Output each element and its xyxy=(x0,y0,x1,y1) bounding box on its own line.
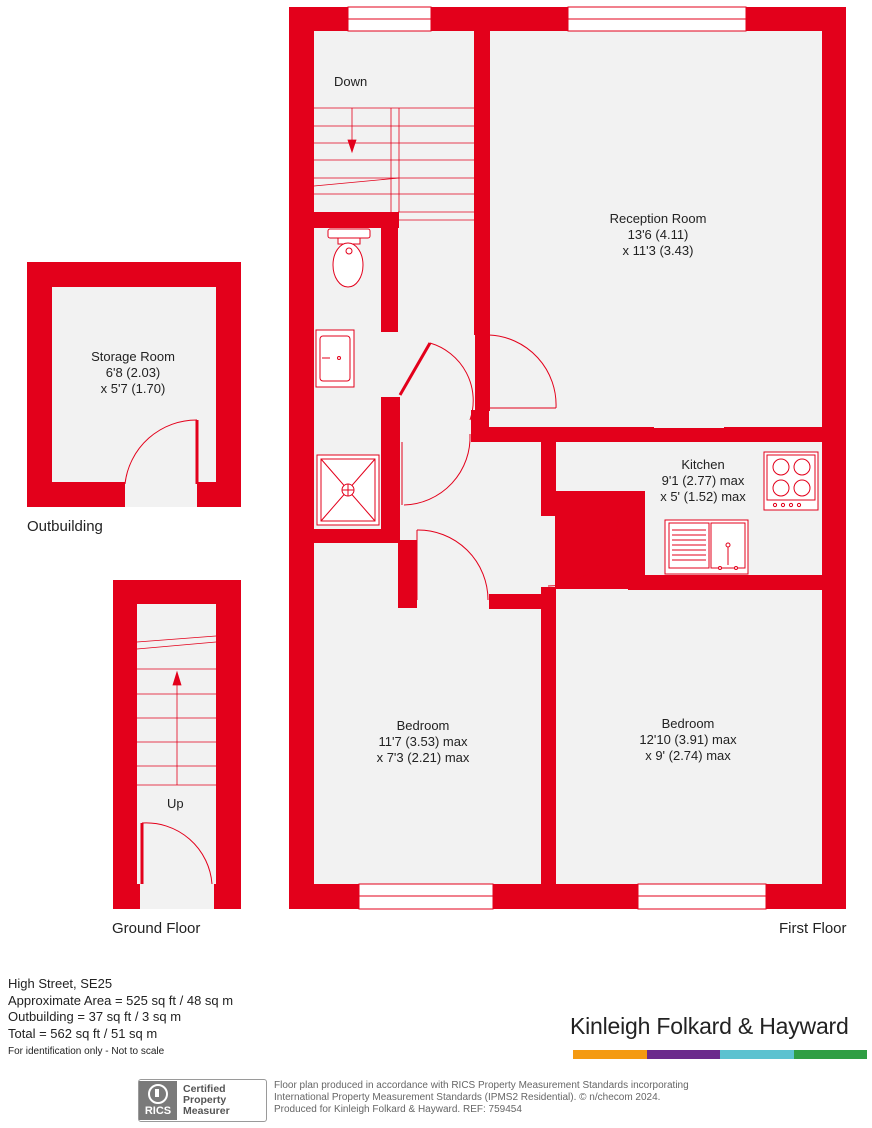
outbuilding-area: Outbuilding = 37 sq ft / 3 sq m xyxy=(8,1009,182,1024)
storage-door-swing xyxy=(124,419,198,485)
scale-note: For identification only - Not to scale xyxy=(8,1046,165,1057)
wall-reception-bottom-right xyxy=(724,427,822,442)
reception-room-floor xyxy=(490,31,822,428)
brand-name: Kinleigh Folkard & Hayward xyxy=(570,1013,849,1039)
first-floor-plan xyxy=(289,6,846,910)
toilet-icon xyxy=(327,228,371,288)
brand-bar-purple xyxy=(646,1050,720,1059)
wall-bath-bottom xyxy=(314,529,400,543)
shower-tray-icon xyxy=(316,454,380,526)
wall-bedroom1-left xyxy=(398,540,417,608)
storage-door-gap xyxy=(125,482,197,507)
bedroom-2-label: Bedroom 12'10 (3.91) max x 9' (2.74) max xyxy=(639,716,737,763)
brand-bar-green xyxy=(793,1050,867,1059)
rics-badge: RICS Certified Property Measurer xyxy=(138,1079,267,1122)
wall-kitchen-bottom xyxy=(628,575,822,590)
wall-bedrooms-divider xyxy=(541,587,556,884)
kitchen-sink-icon xyxy=(664,519,749,575)
ground-floor-label: Ground Floor xyxy=(112,920,201,937)
floor-plan xyxy=(27,6,846,910)
disclaimer: Floor plan produced in accordance with R… xyxy=(274,1080,689,1115)
kitchen-label: Kitchen 9'1 (2.77) max x 5' (1.52) max xyxy=(660,457,746,504)
brand-bar-cyan xyxy=(720,1050,794,1059)
rics-logo-icon: RICS xyxy=(139,1081,177,1120)
wall-stair-bath xyxy=(314,212,399,228)
door-swings xyxy=(398,334,619,601)
stairs-up-label: Up xyxy=(167,796,184,811)
ground-door-swing xyxy=(141,822,213,885)
brand-bar-orange xyxy=(573,1050,647,1059)
outbuilding-floor-label: Outbuilding xyxy=(27,518,103,535)
stairs-down-label: Down xyxy=(334,74,368,89)
rics-certified-text: Certified Property Measurer xyxy=(183,1083,230,1117)
stairs-down xyxy=(313,107,474,221)
stairs-up xyxy=(136,635,217,786)
bedroom-1-label: Bedroom 11'7 (3.53) max x 7'3 (2.21) max xyxy=(376,718,470,765)
address: High Street, SE25 xyxy=(8,976,113,991)
wall-kitchen-step xyxy=(554,491,645,507)
wall-bedroom1-top xyxy=(489,594,542,609)
storage-room-floor xyxy=(52,287,216,482)
wall-landing-reception xyxy=(474,31,490,335)
wall-hall-kitchen xyxy=(541,441,556,516)
storage-room-label: Storage Room 6'8 (2.03) x 5'7 (1.70) xyxy=(91,349,175,396)
bedroom-2-floor xyxy=(556,589,822,884)
wall-kitchen-step-down xyxy=(628,491,645,589)
approximate-area: Approximate Area = 525 sq ft / 48 sq m xyxy=(8,992,234,1008)
ground-door-gap xyxy=(140,884,214,909)
total-area: Total = 562 sq ft / 51 sq m xyxy=(8,1025,158,1041)
outbuilding-plan xyxy=(27,262,241,507)
property-info: High Street, SE25 Approximate Area = 525… xyxy=(8,976,233,1061)
reception-room-label: Reception Room 13'6 (4.11) x 11'3 (3.43) xyxy=(609,211,707,258)
wall-bath-right-lower xyxy=(381,397,400,531)
wall-reception-bottom xyxy=(471,427,654,442)
ground-floor-plan xyxy=(113,580,241,909)
first-floor-label: First Floor xyxy=(779,920,847,937)
wall-bath-right xyxy=(381,212,398,332)
hob-icon xyxy=(763,451,819,511)
basin-icon xyxy=(315,329,355,388)
brand-color-bar xyxy=(573,1050,867,1059)
ground-floor-floor xyxy=(137,604,216,884)
